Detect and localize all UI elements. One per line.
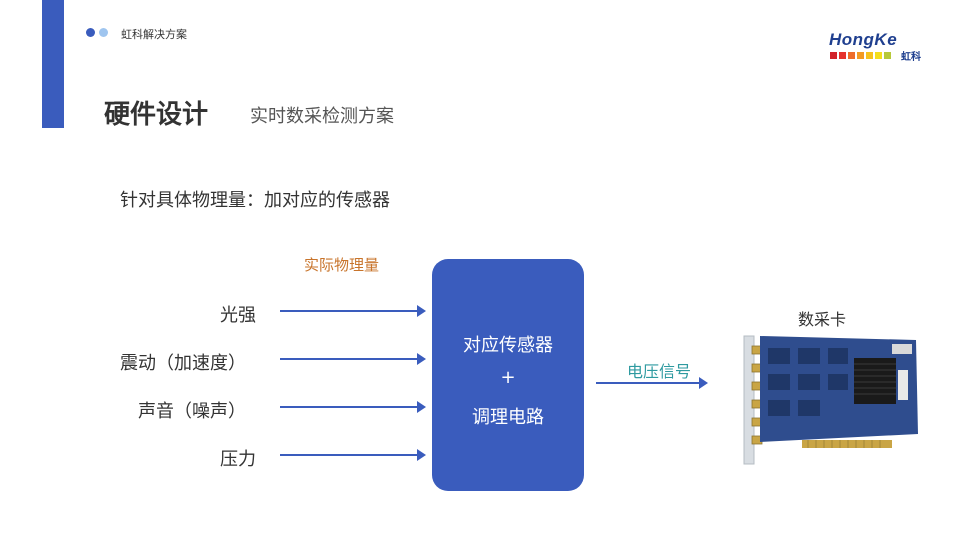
voltage-signal-label: 电压信号 [627,362,692,381]
dot-blue [86,28,95,37]
sensor-circuit-box: 对应传感器 + 调理电路 [432,259,584,491]
input-label-pressure: 压力 [220,449,256,470]
sensor-box-line1: 对应传感器 [463,335,553,356]
logo-cn: 虹科 [901,52,921,63]
accent-bar [42,0,64,128]
page-subtitle: 实时数采检测方案 [250,106,394,127]
input-label-vibration: 震动（加速度） [120,353,246,374]
daq-card-label: 数采卡 [798,310,847,329]
company-label: 虹科解决方案 [121,28,187,41]
physical-quantity-label: 实际物理量 [304,256,380,274]
input-label-light: 光强 [220,305,256,326]
sensor-box-line2: 调理电路 [472,407,544,428]
sensor-box-plus: + [500,367,516,388]
arrow-voltage [596,377,708,389]
header-dots [86,28,108,37]
arrow-vibration [280,353,426,365]
lead-text: 针对具体物理量：加对应的传感器 [120,190,390,211]
daq-card-image [743,335,918,465]
input-label-sound: 声音（噪声） [138,401,246,422]
arrow-pressure [280,449,426,461]
hongke-logo: HongKe 虹科 [829,30,929,64]
dot-light-blue [99,28,108,37]
page-title: 硬件设计 [104,100,209,130]
logo-text: HongKe [829,30,898,49]
arrow-light [280,305,426,317]
arrow-sound [280,401,426,413]
logo-color-squares [830,52,891,59]
